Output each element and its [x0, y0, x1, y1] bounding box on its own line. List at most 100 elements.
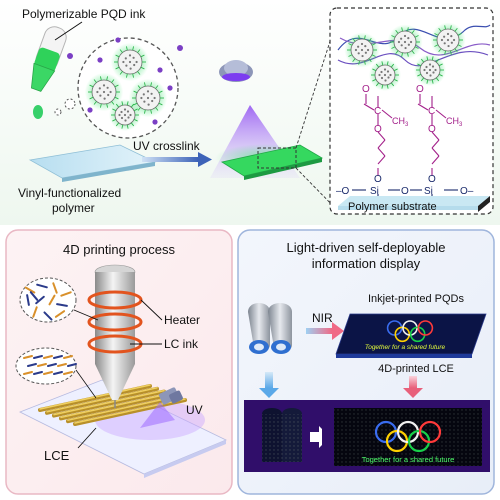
chem-methyl-right: CH3 — [446, 116, 463, 128]
lc-mesogen — [33, 355, 43, 359]
panel-display-title-line1: Light-driven self-deployable — [287, 240, 446, 255]
photo-deployed-state — [322, 400, 490, 472]
print-nozzle — [94, 264, 136, 408]
lce-4d-label: 4D-printed LCE — [378, 363, 454, 375]
lc-mesogen — [67, 363, 77, 367]
lc-mesogen — [32, 306, 38, 318]
lce-label: LCE — [44, 448, 70, 463]
heater-leader-line — [140, 299, 163, 321]
olympic-rings-small — [386, 320, 434, 343]
uv-crosslink-label: UV crosslink — [133, 139, 201, 153]
monomer-dot — [177, 45, 183, 51]
chem-carbon-left: C — [374, 106, 381, 117]
lc-mesogen — [48, 294, 56, 306]
lc-mesogen — [36, 283, 48, 289]
monomer-dot — [115, 37, 121, 43]
olympic-ring — [418, 420, 442, 444]
quantum-dot — [369, 59, 401, 91]
chem-si-right: Si — [424, 186, 433, 197]
monomer-dot — [97, 57, 103, 63]
panel-display-title-line2: information display — [312, 256, 421, 271]
quantum-dot — [414, 54, 446, 86]
lc-mesogen — [23, 355, 33, 359]
lc-random-leader-line — [73, 309, 99, 321]
lce-filament — [66, 395, 180, 424]
monomer-dot — [67, 53, 73, 59]
lce-filament — [52, 389, 166, 418]
nir-arrow — [306, 322, 344, 340]
chem-o-link-left: O — [374, 174, 382, 185]
quantum-dot — [387, 24, 423, 60]
rolled-lce-film — [248, 303, 292, 354]
lce-filament — [45, 386, 159, 415]
lce-filament — [73, 398, 187, 426]
chem-labels: C O O CH3 C O O CH3 — [362, 84, 463, 135]
lc-mesogen — [63, 355, 73, 359]
olympic-rings-large — [374, 420, 442, 453]
substrate-label-line1: Vinyl-functionalized — [18, 186, 121, 200]
lc-mesogen — [43, 371, 53, 375]
lc-mesogen — [43, 355, 53, 359]
ink-droplet — [33, 105, 43, 119]
lce-filament-highlight — [67, 395, 179, 421]
lc-mesogen — [57, 363, 67, 367]
lc-mesogen — [27, 363, 37, 367]
chem-oxygen-carbonyl-left: O — [362, 84, 370, 95]
lce-filament — [38, 384, 152, 412]
chem-oxygen-carbonyl-right: O — [416, 84, 424, 95]
lc-ink-label: LC ink — [164, 337, 199, 351]
lce-filament-highlight — [60, 392, 172, 419]
lc-random-inset — [19, 277, 77, 323]
monomer-dot — [157, 67, 163, 73]
lc-mesogen — [43, 311, 53, 321]
chem-oxygen-ester-left: O — [374, 124, 382, 135]
lce-filament-highlight — [53, 389, 165, 416]
monomer-dot — [167, 85, 173, 91]
lc-mesogen — [52, 282, 58, 294]
uv-small-label: UV — [186, 403, 203, 417]
lc-mesogen — [29, 291, 39, 301]
lc-aligned-leader-line — [75, 369, 97, 399]
down-arrow-pink — [403, 376, 423, 398]
motto-display: Together for a shared future — [362, 455, 455, 464]
panel-4d-printing-title: 4D printing process — [63, 242, 175, 257]
lc-mesogen — [53, 371, 63, 375]
lc-mesogen — [56, 303, 68, 307]
uv-crosslink-arrow — [142, 152, 212, 167]
chem-oxygen-ester-right: O — [428, 124, 436, 135]
lce-filament-highlight — [46, 387, 158, 413]
olympic-ring — [417, 320, 434, 336]
monomer-dot — [152, 119, 158, 125]
nir-label: NIR — [312, 311, 333, 325]
substrate-label-line2: polymer — [52, 201, 95, 215]
chem-o-link-right: O — [428, 174, 436, 185]
lc-mesogen — [26, 294, 30, 306]
uv-lamp-small-icon — [140, 387, 183, 428]
crosslinked-pqd-film — [215, 144, 324, 180]
zoom-substrate-label: Polymer substrate — [348, 201, 437, 213]
lc-mesogen — [35, 295, 45, 305]
monomer-dot — [87, 107, 93, 113]
chem-structure — [363, 94, 447, 176]
zoom-polymer-substrate — [338, 196, 490, 212]
lc-mesogen — [54, 310, 66, 318]
quantum-dot — [344, 32, 380, 68]
lc-aligned-inset — [15, 347, 77, 385]
lc-mesogen — [60, 291, 72, 297]
quantum-dot — [430, 22, 466, 58]
lc-mesogen — [23, 371, 33, 375]
lc-mesogen — [24, 286, 36, 294]
lc-mesogen — [63, 371, 73, 375]
heater-label: Heater — [164, 313, 200, 327]
chem-si-left: Si — [370, 186, 379, 197]
lc-mesogen — [33, 371, 43, 375]
lc-mesogen — [47, 363, 57, 367]
ink-leader-line — [54, 21, 83, 41]
lce-filament — [59, 392, 173, 421]
lce-leader-line — [77, 427, 97, 449]
inkjet-pqd-label: Inkjet-printed PQDs — [368, 293, 464, 305]
chem-o-bridge: O — [401, 186, 409, 197]
zoom-pqd-cluster — [344, 22, 466, 91]
chem-methyl-left: CH3 — [392, 116, 409, 128]
